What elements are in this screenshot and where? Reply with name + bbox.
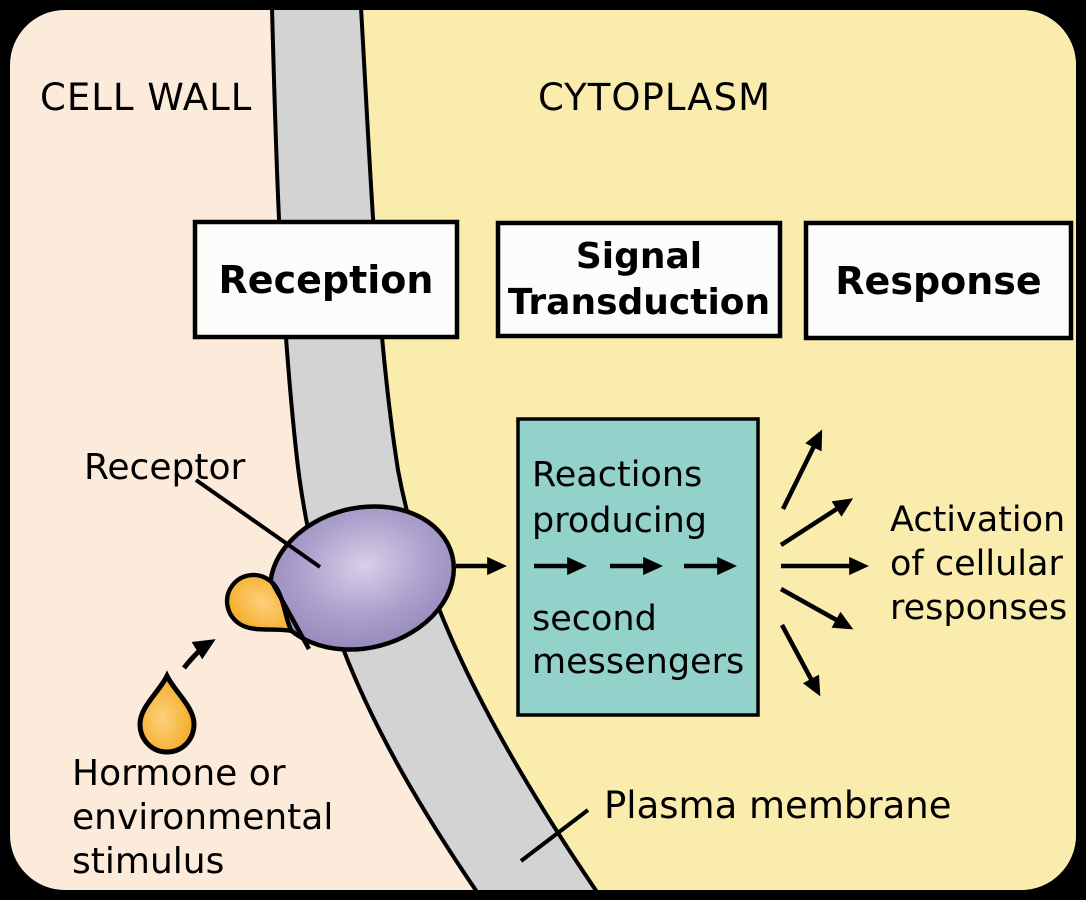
hormone-droplet [137,670,197,755]
activation-label: Activation of cellular responses [890,500,1068,628]
reactions-box-text-top: Reactions producing [532,455,708,541]
fan-arrow-down-icon [779,587,854,630]
cell-wall-label: CELL WALL [40,76,253,119]
fan-arrow-down-steep-icon [780,623,821,697]
fan-arrow-up-icon [779,498,854,547]
plasma-membrane-pointer-line [519,808,590,863]
hormone-binding-arrow-icon [182,639,216,670]
reception-box [192,219,460,340]
cytoplasm-label: CYTOPLASM [538,76,772,119]
response-box [803,220,1074,341]
receptor-label: Receptor [84,447,246,488]
receptor-pointer-line [194,478,322,569]
signal-transduction-box [495,220,783,339]
plasma-membrane-label: Plasma membrane [604,784,952,827]
reactions-box-text-bottom: second messengers [532,599,745,682]
stage-label-response: Response [835,258,1042,303]
fan-arrow-up-steep-icon [780,429,823,510]
hormone-label: Hormone or environmental stimulus [72,753,334,882]
stage-label-signal-transduction: Signal Transduction [507,235,771,323]
stage-label-reception: Reception [218,257,434,302]
receptor-notch-edge [270,580,311,651]
